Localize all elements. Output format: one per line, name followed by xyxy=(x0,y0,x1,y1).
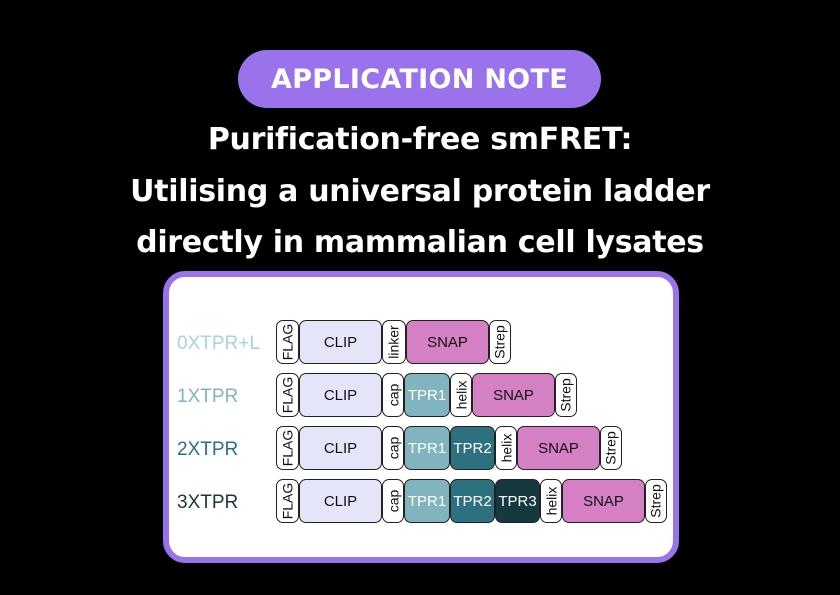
tpr1-domain: TPR1 xyxy=(404,479,450,523)
strep-tag: Strep xyxy=(645,479,667,523)
row-label-3xtpr: 3XTPR xyxy=(177,492,239,513)
helix-segment: helix xyxy=(540,479,562,523)
flag-tag: FLAG xyxy=(276,426,299,470)
tpr3-domain: TPR3 xyxy=(495,479,540,523)
linker-segment: linker xyxy=(382,320,406,364)
clip-domain: CLIP xyxy=(299,373,382,417)
clip-domain: CLIP xyxy=(299,426,382,470)
strep-tag: Strep xyxy=(555,373,577,417)
title-line-1: Purification-free smFRET: xyxy=(207,122,633,157)
clip-domain: CLIP xyxy=(299,320,382,364)
flag-tag: FLAG xyxy=(276,320,299,364)
snap-domain: SNAP xyxy=(562,479,645,523)
title-line-3: directly in mammalian cell lysates xyxy=(136,225,704,260)
construct-diagram-card: 0XTPR+L FLAG CLIP linker SNAP Strep 1XTP… xyxy=(163,271,679,563)
strep-tag: Strep xyxy=(600,426,622,470)
application-note-badge: APPLICATION NOTE xyxy=(238,50,601,108)
cap-segment: cap xyxy=(382,426,404,470)
tpr1-domain: TPR1 xyxy=(404,373,450,417)
strep-tag: Strep xyxy=(489,320,511,364)
row-label-1xtpr: 1XTPR xyxy=(177,386,239,407)
clip-domain: CLIP xyxy=(299,479,382,523)
helix-segment: helix xyxy=(495,426,517,470)
helix-segment: helix xyxy=(450,373,472,417)
tpr2-domain: TPR2 xyxy=(450,479,495,523)
tpr1-domain: TPR1 xyxy=(404,426,450,470)
title-line-2: Utilising a universal protein ladder xyxy=(130,174,710,209)
cap-segment: cap xyxy=(382,373,404,417)
row-label-0xtpr-l: 0XTPR+L xyxy=(177,333,260,354)
snap-domain: SNAP xyxy=(406,320,489,364)
cap-segment: cap xyxy=(382,479,404,523)
tpr2-domain: TPR2 xyxy=(450,426,495,470)
snap-domain: SNAP xyxy=(517,426,600,470)
flag-tag: FLAG xyxy=(276,479,299,523)
row-label-2xtpr: 2XTPR xyxy=(177,439,239,460)
flag-tag: FLAG xyxy=(276,373,299,417)
snap-domain: SNAP xyxy=(472,373,555,417)
